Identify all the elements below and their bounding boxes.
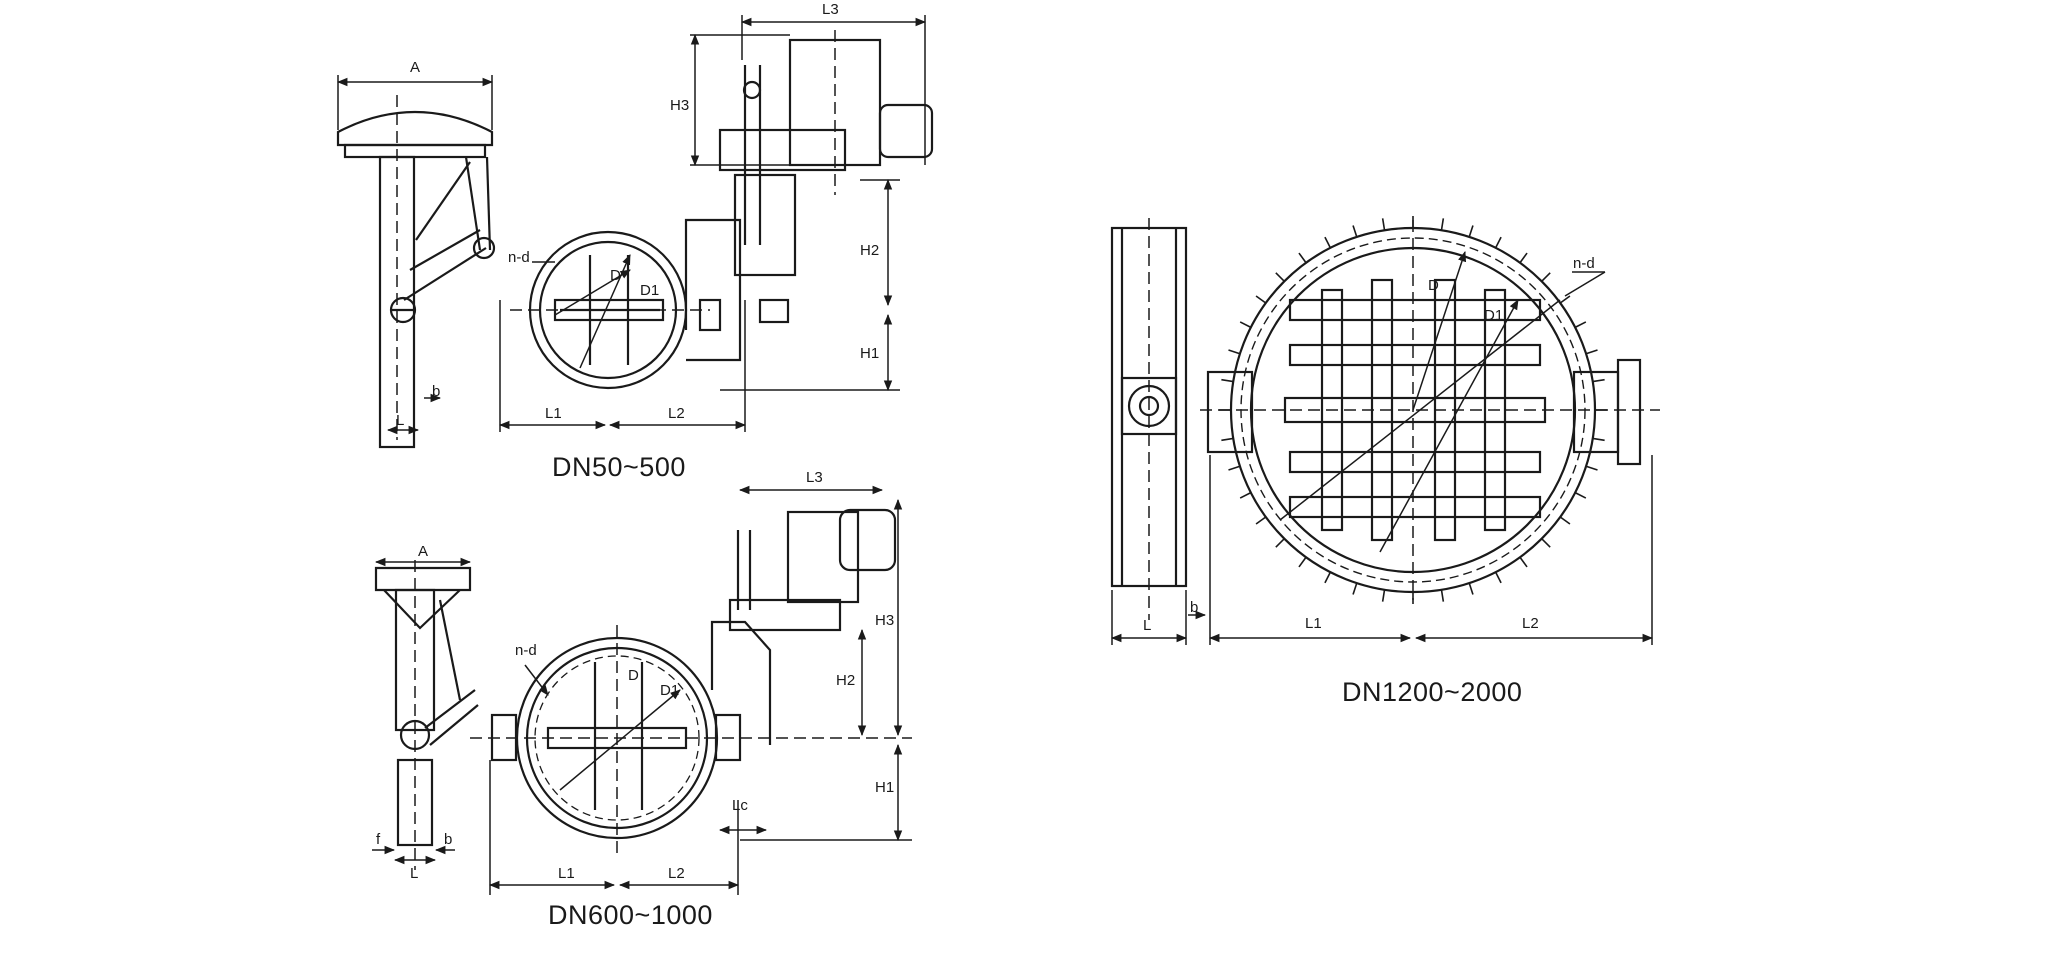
- dn1200-label-L1: L1: [1305, 615, 1322, 632]
- flange-bolt-tick: [1324, 571, 1332, 584]
- flange-bolt-tick: [1228, 349, 1241, 355]
- dn600-label-L2: L2: [668, 865, 685, 882]
- dn50-front-view: [510, 30, 934, 390]
- dn50-label-H2: H2: [860, 242, 879, 259]
- flange-bolt-tick: [1221, 437, 1234, 442]
- dn600-label-f: f: [376, 831, 381, 848]
- flange-bolt-tick: [1574, 321, 1587, 329]
- flange-bolt-tick: [1541, 538, 1551, 548]
- flange-bolt-tick: [1494, 236, 1502, 249]
- dn1200-side-view: [1110, 218, 1188, 620]
- dn600-label-H3: H3: [875, 612, 894, 629]
- flange-bolt-tick: [1574, 491, 1587, 499]
- flange-bolt-tick: [1239, 491, 1252, 499]
- dn600-label-A: A: [418, 543, 428, 560]
- flange-bolt-tick: [1324, 236, 1332, 249]
- dn50-side-view: [336, 95, 496, 449]
- dn50-label-L: L: [396, 412, 404, 429]
- flange-bolt-tick: [1352, 225, 1358, 238]
- dn50-label-L1: L1: [545, 405, 562, 422]
- flange-bolt-tick: [1228, 465, 1241, 471]
- flange-bolt-tick: [1381, 589, 1386, 602]
- dn600-label-D: D: [628, 667, 639, 684]
- dn50-label-H1: H1: [860, 345, 879, 362]
- dn1200-label-L: L: [1143, 617, 1151, 634]
- dn50-label-L2: L2: [668, 405, 685, 422]
- dn600-front-view: [470, 508, 912, 855]
- flange-bolt-tick: [1255, 516, 1267, 525]
- dn600-label-L: L: [410, 865, 418, 882]
- caption-dn1200-2000: DN1200~2000: [1342, 677, 1523, 707]
- dn1200-label-L2: L2: [1522, 615, 1539, 632]
- flange-bolt-tick: [1559, 516, 1571, 525]
- dn1200-label-nd: n-d: [1573, 255, 1595, 272]
- flange-bolt-tick: [1381, 218, 1386, 231]
- dn50-label-b: b: [432, 383, 440, 400]
- dn50-label-D1: D1: [640, 282, 659, 299]
- flange-bolt-tick: [1221, 378, 1234, 383]
- flange-bolt-tick: [1541, 272, 1551, 282]
- dn600-label-nd: n-d: [515, 642, 537, 659]
- dn600-label-H1: H1: [875, 779, 894, 796]
- dn1200-front-view: [1200, 216, 1660, 604]
- dn600-label-L1: L1: [558, 865, 575, 882]
- dn600-label-Lc: Lc: [732, 797, 748, 814]
- flange-bolt-tick: [1559, 295, 1571, 304]
- dn1200-label-b: b: [1190, 599, 1198, 616]
- flange-bolt-tick: [1239, 321, 1252, 329]
- caption-dn600-1000: DN600~1000: [548, 900, 713, 930]
- dn50-label-L3: L3: [822, 1, 839, 18]
- flange-bolt-tick: [1585, 349, 1598, 355]
- dn600-side-view: [374, 560, 479, 870]
- dn600-label-H2: H2: [836, 672, 855, 689]
- dn600-label-b: b: [444, 831, 452, 848]
- flange-bolt-tick: [1440, 218, 1445, 231]
- flange-bolt-tick: [1592, 437, 1605, 442]
- dn600-label-D1: D1: [660, 682, 679, 699]
- flange-bolt-tick: [1519, 252, 1528, 264]
- flange-bolt-tick: [1275, 272, 1285, 282]
- flange-bolt-tick: [1468, 225, 1474, 238]
- dn50-label-nd: n-d: [508, 249, 530, 266]
- dn1200-label-D: D: [1428, 277, 1439, 294]
- flange-bolt-tick: [1494, 571, 1502, 584]
- dn600-label-L3: L3: [806, 469, 823, 486]
- dn50-label-A: A: [410, 59, 420, 76]
- flange-bolt-tick: [1255, 295, 1267, 304]
- flange-bolt-tick: [1592, 378, 1605, 383]
- dn50-label-H3: H3: [670, 97, 689, 114]
- flange-bolt-tick: [1519, 556, 1528, 568]
- dn50-label-D: D: [610, 267, 621, 284]
- flange-bolt-tick: [1585, 465, 1598, 471]
- dn1200-label-D1: D1: [1484, 307, 1503, 324]
- dimension-lines: [336, 15, 1654, 895]
- flange-bolt-tick: [1298, 556, 1307, 568]
- flange-bolt-tick: [1352, 582, 1358, 595]
- flange-bolt-tick: [1275, 538, 1285, 548]
- flange-bolt-tick: [1440, 589, 1445, 602]
- flange-bolt-tick: [1298, 252, 1307, 264]
- flange-bolt-tick: [1468, 582, 1474, 595]
- caption-dn50-500: DN50~500: [552, 452, 686, 482]
